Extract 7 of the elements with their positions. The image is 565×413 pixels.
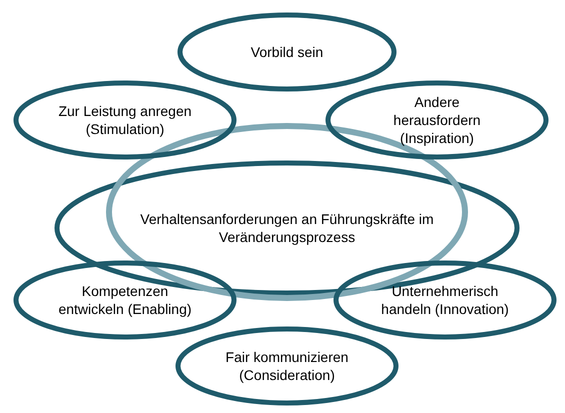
- node-text: Unternehmerisch handeln (Innovation): [380, 282, 510, 318]
- node-text: Fair kommunizieren (Consideration): [224, 348, 350, 384]
- node-text: Andere herausfordern (Inspiration): [392, 93, 482, 147]
- node-text: Vorbild sein: [250, 43, 324, 61]
- node-text: Zur Leistung anregen (Stimulation): [57, 102, 193, 138]
- node-text: Kompetenzen entwickeln (Enabling): [57, 282, 193, 318]
- node-text: Verhaltensanforderungen an Führungskräfte im Veränderungsprozess: [139, 210, 435, 246]
